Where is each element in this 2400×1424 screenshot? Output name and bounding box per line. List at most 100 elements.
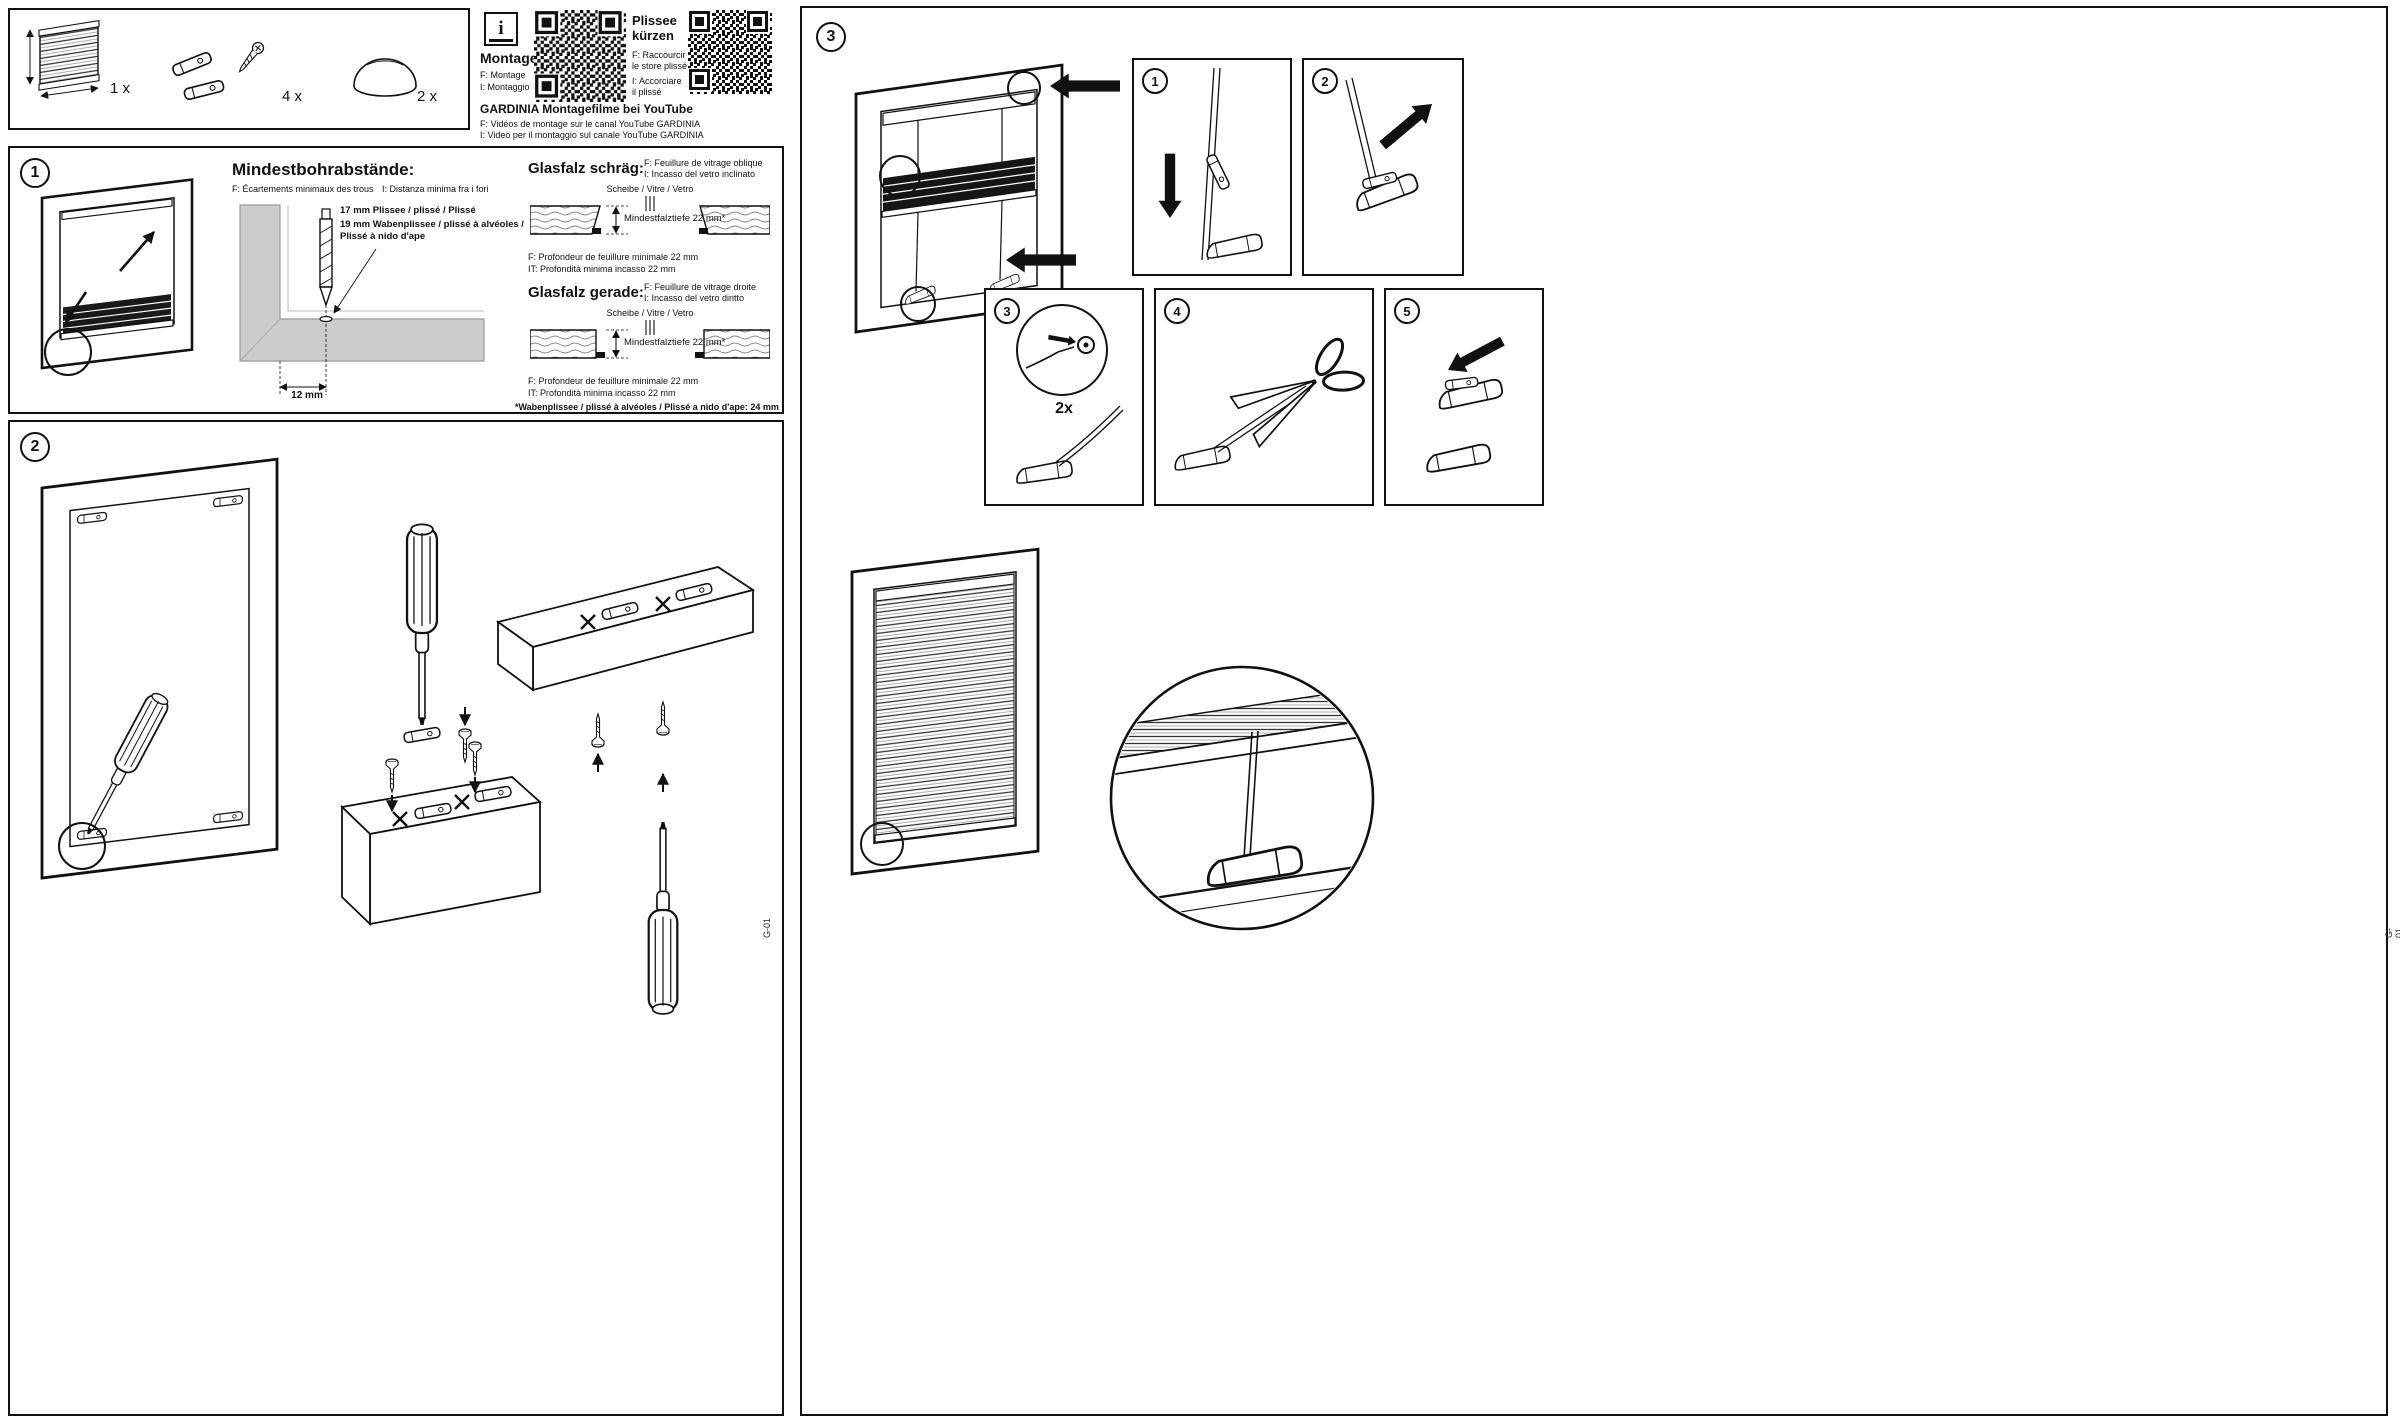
magnifier-circle: [1016, 304, 1108, 396]
step2-number: 2: [30, 438, 40, 455]
info-book-icon: i: [484, 12, 518, 46]
drill-hole: [319, 315, 333, 323]
clip-quantity: 4 x: [282, 88, 303, 105]
qr-code-shorten: [688, 10, 772, 94]
montage-i: I: Montaggio: [480, 82, 530, 92]
screw-icon: [591, 713, 605, 748]
bold-arrow-icon: [1442, 331, 1508, 380]
parts-box: 1 x 4 x 2 x: [8, 8, 470, 130]
quantity-2x: 2x: [1055, 400, 1073, 417]
drill-corner-diagram: [239, 204, 485, 395]
label-leader-line: [333, 248, 377, 314]
screw-icon: [238, 41, 265, 73]
foot-icon: [1423, 442, 1493, 474]
glasfalz-schraeg-pane-label: Scheibe / Vitre / Vetro: [606, 184, 694, 194]
shorten-i-1: I: Accorciare: [632, 76, 682, 86]
bold-down-arrow-icon: [1158, 153, 1182, 218]
blind-quantity: 1 x: [110, 80, 131, 97]
clip-icon: [1204, 152, 1232, 192]
drill-sub-f: F: Écartements minimaux des trous: [232, 184, 374, 194]
glasfalz-schraeg-title: Glasfalz schräg:: [528, 160, 644, 177]
montage-title: Montage: [480, 50, 538, 66]
finished-window: [850, 547, 1040, 876]
expand-arrow-icon: [119, 231, 155, 272]
step3-panel: 3: [800, 6, 2388, 1416]
step2-panel: 2: [8, 420, 784, 1416]
clip-icon: [170, 50, 214, 78]
doc-code-right: G-01: [2384, 927, 2400, 938]
pleat-stack: [38, 20, 100, 91]
window-overview-step1: [40, 178, 194, 376]
tension-foot-part-icon: [353, 58, 417, 97]
substep5-number: 5: [1403, 303, 1411, 319]
shorten-f-2: le store plissé: [632, 61, 688, 71]
label-19mm-b: Plissé à nido d'ape: [340, 231, 426, 242]
drill-bit-icon: [319, 208, 333, 308]
drill-sub-i: I: Distanza minima fra i fori: [382, 184, 489, 194]
cord-clip-detail: [1158, 67, 1264, 261]
cord-cutting-detail: [1172, 337, 1366, 472]
bracket-screwdriver-detail: [340, 523, 542, 927]
step3-substep-5: 5: [1384, 288, 1544, 506]
window-cords-step3: [854, 63, 1120, 334]
step3-number-badge: 3: [816, 22, 846, 52]
clip-icon: [182, 79, 226, 101]
knob-quantity: 2 x: [417, 88, 438, 105]
substep3-number: 3: [1003, 303, 1011, 319]
highlight-circle: [44, 328, 92, 376]
window-mounting-step2: [40, 457, 279, 880]
doc-code-left: G-01: [762, 917, 772, 938]
glasfalz-gerade-note-f: F: Profondeur de feuillure minimale 22 m…: [528, 376, 699, 386]
glasfalz-gerade-depth: Mindestfalztiefe 22 mm*: [624, 337, 726, 348]
dimension-12mm: 12 mm: [291, 390, 323, 401]
mounting-clips-part-icon: [170, 41, 265, 101]
highlight-circle: [879, 155, 921, 197]
substep4-number-badge: 4: [1164, 298, 1190, 324]
glasfalz-gerade-note-i: IT: Profondità minima incasso 22 mm: [528, 388, 676, 398]
highlight-circle: [1007, 71, 1041, 105]
bottom-rail-magnifier: [1109, 665, 1375, 931]
wabenplissee-footnote: *Wabenplissee / plissé à alvéoles / Plis…: [515, 402, 779, 412]
foot-icon: [1014, 459, 1074, 485]
substep3-number-badge: 3: [994, 298, 1020, 324]
pleated-blind-part-icon: [26, 20, 100, 99]
glasfalz-schraeg-i: I: Incasso del vetro inclinato: [644, 169, 756, 179]
glasfalz-gerade-title: Glasfalz gerade:: [528, 284, 644, 301]
substep5-number-badge: 5: [1394, 298, 1420, 324]
substep1-number: 1: [1151, 73, 1159, 89]
substep1-number-badge: 1: [1142, 68, 1168, 94]
scissors-icon: [1229, 337, 1366, 449]
screw-icon: [656, 701, 670, 736]
glasfalz-gerade-f: F: Feuillure de vitrage droite: [644, 282, 757, 292]
screw-icon: [385, 758, 399, 793]
youtube-i: I: Video per il montaggio sul canale You…: [480, 130, 704, 140]
glasfalz-gerade-pane-label: Scheibe / Vitre / Vetro: [606, 308, 694, 318]
cross-section-gerade: [530, 320, 770, 359]
clip-icon: [402, 726, 442, 744]
expand-arrow-icon: [64, 291, 88, 323]
glasfalz-schraeg-depth: Mindestfalztiefe 22 mm*: [624, 213, 726, 224]
youtube-f: F: Vidéos de montage sur le canal YouTub…: [480, 119, 701, 129]
step3-substep-3: 3 2x: [984, 288, 1144, 506]
screwdriver-icon: [647, 820, 679, 1016]
glasfalz-schraeg-note-i: IT: Profondità minima incasso 22 mm: [528, 264, 676, 274]
eyelet-icon: [1077, 336, 1095, 354]
highlight-circle: [58, 822, 106, 870]
shorten-title-2: kürzen: [632, 28, 674, 43]
step3-substep-4: 4: [1154, 288, 1374, 506]
step3-number: 3: [826, 28, 836, 45]
shorten-title-1: Plissee: [632, 13, 677, 28]
highlight-circle: [860, 822, 904, 866]
foot-icon: [1204, 232, 1264, 260]
substep4-number: 4: [1173, 303, 1181, 319]
clip-tension-detail: [1345, 77, 1440, 213]
step3-substep-2: 2: [1302, 58, 1464, 276]
montage-f: F: Montage: [480, 70, 526, 80]
screwdriver-icon: [405, 523, 439, 727]
drill-heading: Mindestbohrabstände:: [232, 160, 415, 179]
info-section: i Montage F: Montage I: Montaggio Plisse…: [478, 8, 772, 142]
step1-number-badge: 1: [20, 158, 50, 188]
substep2-number: 2: [1321, 73, 1329, 89]
shorten-i-2: il plissé: [632, 87, 662, 97]
